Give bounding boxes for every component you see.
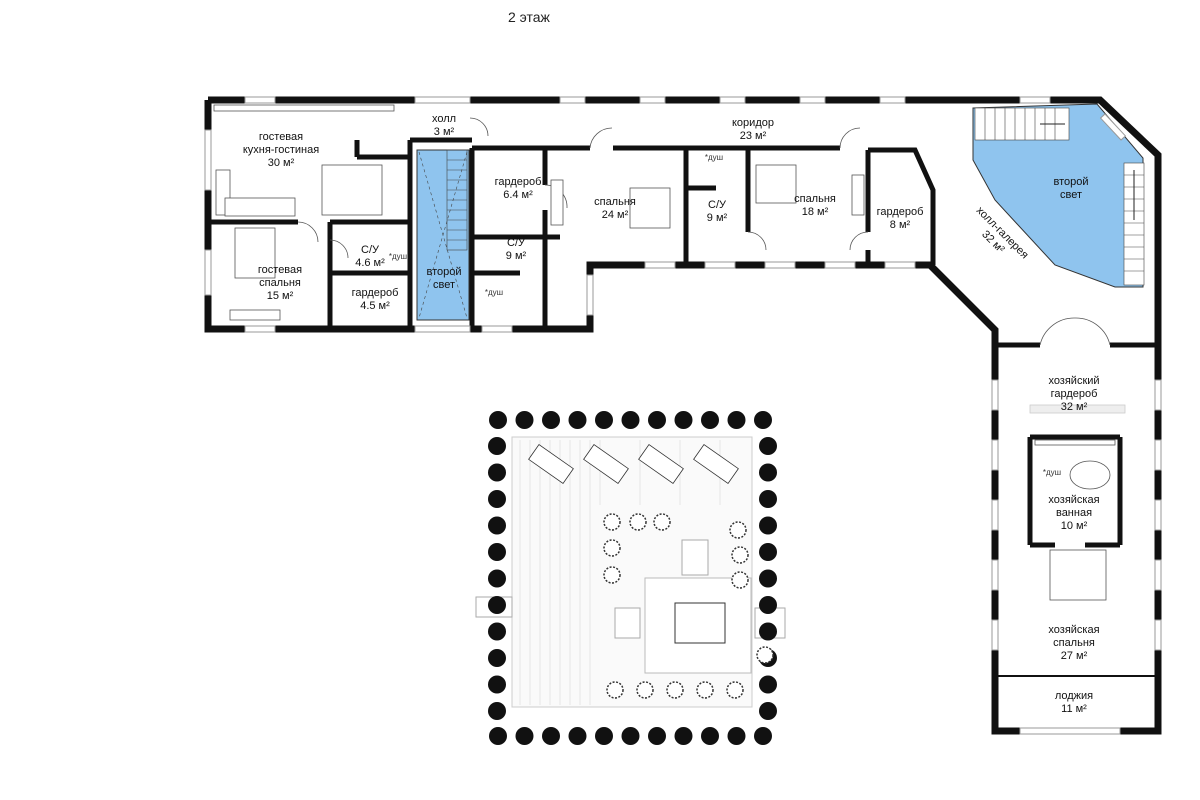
tree	[621, 411, 640, 429]
shrub	[726, 681, 744, 699]
shower-label: *душ	[389, 252, 407, 261]
shrub	[731, 546, 749, 564]
tree	[488, 463, 506, 482]
shrub	[603, 513, 621, 531]
tree	[515, 411, 534, 429]
tree	[568, 411, 587, 429]
tree	[489, 727, 507, 745]
tree	[648, 727, 666, 745]
tree	[759, 437, 777, 455]
shrub	[729, 521, 747, 539]
tree	[488, 675, 506, 694]
shower-label: *душ	[705, 153, 723, 162]
tree	[542, 727, 560, 745]
tree	[488, 702, 506, 720]
shower-label: *душ	[485, 288, 503, 297]
tree	[488, 543, 506, 561]
windows	[204, 96, 1162, 735]
tree	[489, 411, 507, 429]
shrub	[731, 571, 749, 589]
shrub	[629, 513, 647, 531]
tree	[488, 649, 506, 667]
tree	[595, 411, 613, 429]
doors	[297, 117, 1111, 346]
stairs-right-top	[974, 107, 1070, 141]
courtyard-shrubs	[603, 513, 774, 699]
tree	[759, 596, 777, 614]
tree	[727, 727, 746, 745]
tree	[759, 543, 777, 561]
stairs-right-side	[1123, 162, 1145, 286]
tree	[515, 727, 534, 745]
tree	[488, 516, 506, 535]
tree	[759, 622, 777, 641]
tree	[674, 411, 693, 429]
tree	[568, 727, 587, 745]
shower-label: *душ	[1043, 468, 1061, 477]
shrub	[696, 681, 714, 699]
shrub	[756, 646, 774, 664]
tree	[727, 411, 746, 429]
tree	[759, 516, 777, 535]
tree	[759, 569, 777, 588]
tree	[701, 411, 719, 429]
tree	[621, 727, 640, 745]
tree	[759, 463, 777, 482]
tree	[648, 411, 666, 429]
tree	[488, 569, 506, 588]
shrub	[653, 513, 671, 531]
stairs-left	[418, 149, 468, 319]
inner-walls	[208, 137, 1158, 677]
shrub	[603, 566, 621, 584]
tree	[542, 411, 560, 429]
tree	[759, 490, 777, 508]
tree	[754, 727, 772, 745]
tree	[759, 675, 777, 694]
courtyard	[475, 436, 786, 708]
shrub	[666, 681, 684, 699]
tree	[754, 411, 772, 429]
furniture	[213, 104, 1126, 601]
shrub	[603, 539, 621, 557]
tree	[595, 727, 613, 745]
tree	[759, 702, 777, 720]
tree	[488, 490, 506, 508]
tree	[488, 622, 506, 641]
shrub	[636, 681, 654, 699]
tree-border	[488, 411, 777, 745]
tree	[674, 727, 693, 745]
tree	[488, 437, 506, 455]
tree	[701, 727, 719, 745]
shrub	[606, 681, 624, 699]
floor-title: 2 этаж	[508, 9, 550, 25]
tree	[488, 596, 506, 614]
